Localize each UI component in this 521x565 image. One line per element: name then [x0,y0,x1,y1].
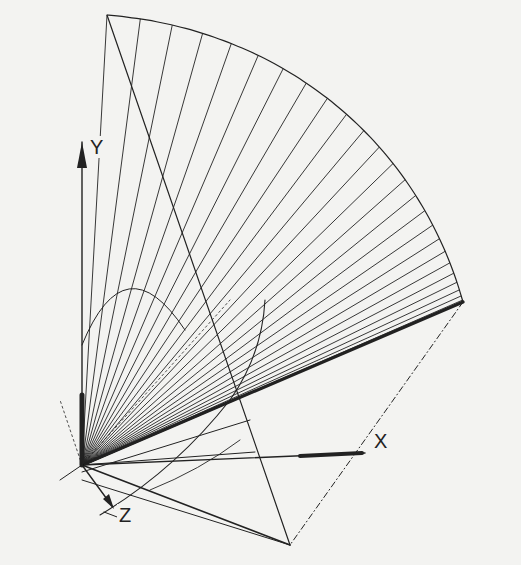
fan-ruling [83,114,347,465]
fan-ruling [84,273,454,465]
fan-ruling [84,282,457,465]
construction-line [60,400,82,465]
construction-line [60,465,82,480]
fan-ruling [83,131,364,465]
fan-ruling [84,290,459,465]
axis-label: X [372,430,389,452]
fan-ruling [84,300,462,465]
construction-line [82,480,290,545]
curve [150,440,240,490]
fan-ruling [83,180,405,465]
fan-ruling [84,251,445,465]
fan-ruling [84,239,440,465]
construction-line [290,302,463,545]
fan-ruling [84,225,433,465]
fan-ruling [83,147,379,465]
fan-ruling [84,302,463,465]
fan-ruling [84,211,425,465]
x-arrow-thick [300,453,362,456]
fan-ruling [83,44,232,465]
fan-ruling [84,195,416,465]
fan-ruling [83,69,283,465]
fan-ruling [83,163,393,465]
construction-line [82,465,290,545]
fan-ruling [82,15,107,465]
axis-label: Y [88,136,105,158]
fan-arc [107,15,463,302]
fan-ruling [84,296,461,465]
axis-label: Z [117,504,133,526]
y-arrowhead [77,142,87,168]
construction-line [107,15,290,545]
fan-ruling [84,263,450,465]
y-axis [81,142,82,465]
fan-ruling [83,55,259,465]
fan-ruling [82,33,202,465]
